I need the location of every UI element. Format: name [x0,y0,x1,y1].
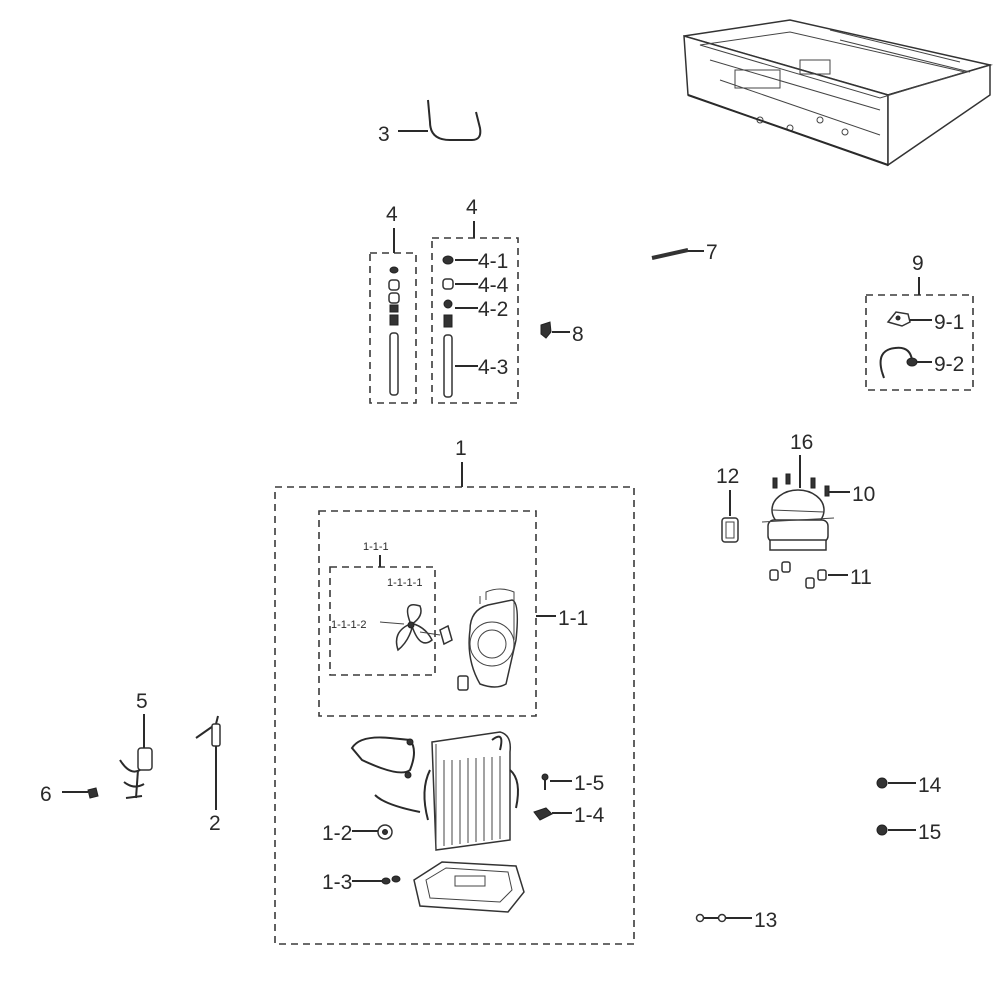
part-1-2 [377,824,393,840]
label-4-3: 4-3 [478,356,508,379]
label-10: 10 [852,483,875,506]
part-11-grommets [769,561,827,589]
part-16-compressor [761,489,835,551]
part-2 [195,715,221,747]
part-9-1 [886,311,911,327]
group-box-1-1 [318,510,537,717]
label-15: 15 [918,821,941,844]
part-14 [876,777,888,789]
group-box-1-1-1 [329,566,436,676]
wire-harness [350,736,421,813]
label-1-3: 1-3 [322,871,352,894]
label-4-right: 4 [466,196,478,219]
label-1-1-1: 1-1-1 [363,541,389,553]
label-9-1: 9-1 [934,311,964,334]
label-4-left: 4 [386,203,398,226]
label-1-1-1-1: 1-1-1-1 [387,577,422,589]
label-1-2: 1-2 [322,822,352,845]
label-1: 1 [455,437,467,460]
label-1-5: 1-5 [574,772,604,795]
label-13: 13 [754,909,777,932]
label-2: 2 [209,812,221,835]
part-4-right-valve [442,255,454,398]
part-6 [87,787,99,799]
label-16: 16 [790,431,813,454]
heat-exchanger [423,731,519,851]
label-14: 14 [918,774,942,797]
part-1-5 [541,773,549,790]
fan-motor-shroud [419,588,519,691]
part-8 [540,321,552,339]
label-12: 12 [716,465,739,488]
cabinet-base-assembly [683,19,993,167]
part-1-4 [533,807,553,821]
label-5: 5 [136,690,148,713]
label-7: 7 [706,241,718,264]
label-1-1: 1-1 [558,607,588,630]
part-12 [721,517,739,543]
label-9-2: 9-2 [934,353,964,376]
label-4-1: 4-1 [478,250,508,273]
label-1-4: 1-4 [574,804,605,827]
label-6: 6 [40,783,52,806]
label-3: 3 [378,123,390,146]
fan-blade [379,604,433,652]
part-9-2 [879,346,918,379]
label-1-1-1-2: 1-1-1-2 [331,619,366,631]
drain-tray [413,861,525,913]
label-11: 11 [850,566,872,589]
part-15 [876,824,888,836]
part-13 [695,913,727,923]
part-5 [119,747,153,799]
label-8: 8 [572,323,584,346]
label-4-2: 4-2 [478,298,508,321]
label-4-4: 4-4 [478,274,509,297]
part-1-3 [381,875,401,885]
label-9: 9 [912,252,924,275]
group-box-4-left [369,252,417,404]
part-4-left-valve [388,266,400,396]
part-7 [651,248,689,260]
part-3-pipe [398,99,482,141]
